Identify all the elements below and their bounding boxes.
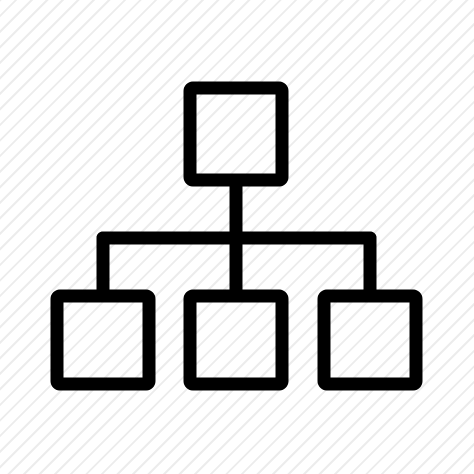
bottom-center-node-box — [183, 289, 289, 391]
bottom-left-node-box — [50, 289, 156, 391]
bottom-right-node-box — [317, 289, 423, 391]
top-node-box — [183, 81, 289, 187]
